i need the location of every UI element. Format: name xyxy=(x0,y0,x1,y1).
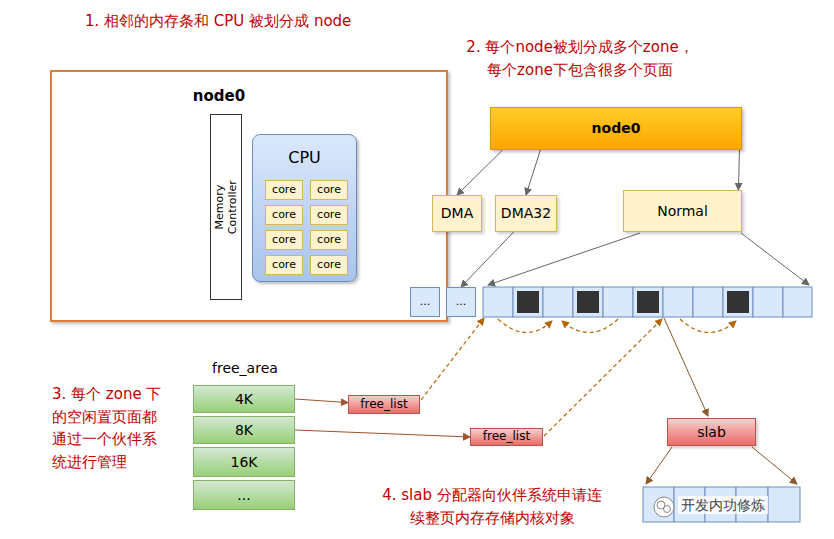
node-text: core xyxy=(317,234,341,247)
cpu-box: CPU core core core core core core core core xyxy=(252,134,357,282)
free-area-order: 16K xyxy=(193,447,295,477)
node-panel: node0Memory Controller CPU core core core cor… xyxy=(50,70,448,322)
array-name: free_area xyxy=(212,358,278,379)
node-text: Normal xyxy=(657,203,708,219)
free-area-order: 8K xyxy=(193,416,295,444)
node-text: Memory Controller xyxy=(213,180,239,234)
slab-object-strip xyxy=(643,487,800,522)
connector xyxy=(457,150,503,195)
cpu-core: core xyxy=(310,180,348,200)
node-text: ... xyxy=(456,296,467,309)
connector xyxy=(738,150,739,190)
slab-box: slab xyxy=(667,418,756,446)
node-text: slab xyxy=(697,424,726,440)
page-box: ... xyxy=(410,287,440,317)
connector xyxy=(295,399,348,403)
node-text: free_list xyxy=(360,398,407,412)
node-text: ... xyxy=(237,487,250,503)
cpu-core: core xyxy=(310,230,348,250)
cpu-core: core xyxy=(310,255,348,275)
watermark: 开发内功修炼 xyxy=(678,496,768,514)
node-text: core xyxy=(317,209,341,222)
node-text: free_list xyxy=(483,430,530,444)
node-text: node0 xyxy=(592,120,641,136)
free-area-order: 4K xyxy=(193,385,295,413)
free-list-box: free_list xyxy=(470,428,543,446)
cpu-core: core xyxy=(265,180,303,200)
connector xyxy=(295,430,470,437)
zone-box: DMA xyxy=(432,195,482,232)
free-area-order: ... xyxy=(193,480,295,510)
node-text: core xyxy=(272,234,296,247)
memory-controller: Memory Controller xyxy=(210,114,242,300)
node-text: core xyxy=(272,209,296,222)
zone-range-lines xyxy=(488,233,809,285)
slab-links xyxy=(646,318,797,484)
node-text: 4K xyxy=(235,391,253,407)
node-text: 16K xyxy=(231,454,258,470)
node-bar: node0 xyxy=(490,107,742,150)
zone-box: Normal xyxy=(623,190,742,232)
wechat-icon xyxy=(654,497,674,517)
used-pages xyxy=(517,291,749,313)
cpu-core: core xyxy=(265,230,303,250)
node-text: CPU xyxy=(288,149,321,167)
page-strip xyxy=(483,287,812,317)
cpu-core: core xyxy=(265,255,303,275)
node-text: core xyxy=(317,259,341,272)
cpu-core: core xyxy=(265,205,303,225)
step-note: 1. 相邻的内存条和 CPU 被划分成 node xyxy=(85,10,351,33)
node-text: DMA xyxy=(441,205,473,221)
free-list-box: free_list xyxy=(348,395,420,414)
connector xyxy=(461,232,514,287)
node-text: DMA32 xyxy=(501,205,551,221)
step-note: 4. slab 分配器向伙伴系统申请连续整页内存存储内核对象 xyxy=(378,484,606,529)
connector xyxy=(526,150,540,195)
node-text: core xyxy=(272,184,296,197)
cpu-core: core xyxy=(310,205,348,225)
page-box: ... xyxy=(446,287,476,317)
step-note: 3. 每个 zone 下的空闲置页面都通过一个伙伴系统进行管理 xyxy=(52,383,169,473)
node-text: core xyxy=(272,259,296,272)
node-text: node0 xyxy=(193,88,245,105)
zone-box: DMA32 xyxy=(495,195,557,232)
step-note: 2. 每个node被划分成多个zone， 每个zone下包含很多个页面 xyxy=(462,36,698,81)
node-text: 8K xyxy=(235,422,253,438)
node-text: ... xyxy=(420,296,431,309)
node-text: core xyxy=(317,184,341,197)
